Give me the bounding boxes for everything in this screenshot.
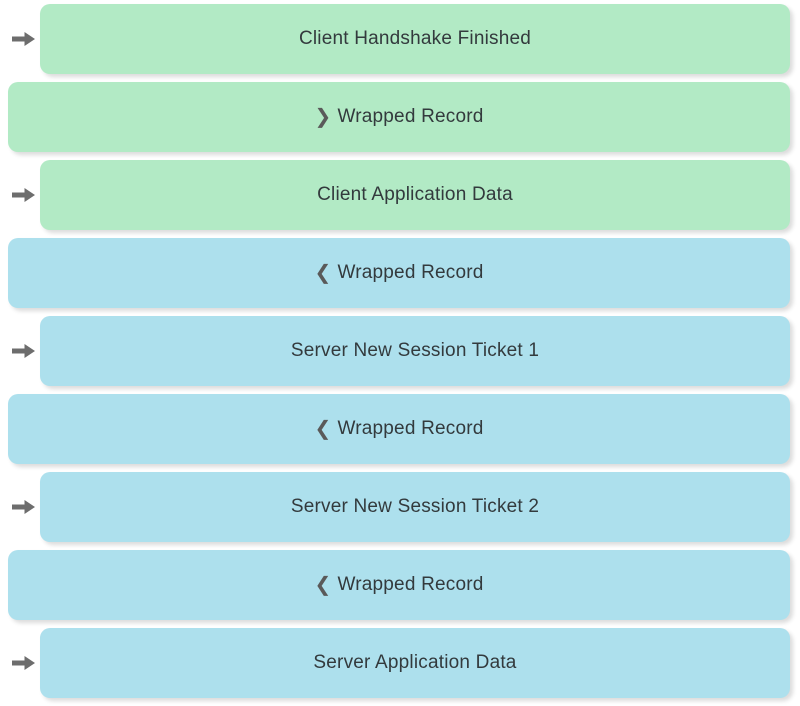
flow-bar-label: Server Application Data — [313, 652, 516, 674]
flow-bar-text: Wrapped Record — [337, 106, 484, 127]
chevron-left-icon: ❮ — [314, 574, 332, 596]
flow-bar-blue[interactable]: ❮Wrapped Record — [8, 238, 790, 308]
flow-row: Server Application Data — [0, 628, 800, 698]
flow-bar-label: ❮Wrapped Record — [314, 262, 483, 284]
flow-bar-blue[interactable]: Server Application Data — [40, 628, 790, 698]
flow-bar-label: Client Handshake Finished — [299, 28, 531, 50]
flow-row: ❮Wrapped Record — [0, 550, 800, 620]
flow-bar-green[interactable]: Client Handshake Finished — [40, 4, 790, 74]
flow-bar-label: ❮Wrapped Record — [314, 574, 483, 596]
flow-bar-text: Wrapped Record — [337, 574, 484, 595]
arrow-gutter-empty — [0, 238, 8, 308]
arrow-right-icon — [7, 652, 37, 674]
flow-bar-label: ❮Wrapped Record — [314, 418, 483, 440]
arrow-right-icon — [7, 28, 37, 50]
flow-bar-text: Server New Session Ticket 2 — [290, 496, 540, 517]
arrow-gutter-empty — [0, 394, 8, 464]
flow-row: Server New Session Ticket 1 — [0, 316, 800, 386]
flow-bar-blue[interactable]: ❮Wrapped Record — [8, 394, 790, 464]
flow-bar-green[interactable]: ❯Wrapped Record — [8, 82, 790, 152]
flow-bar-blue[interactable]: Server New Session Ticket 2 — [40, 472, 790, 542]
flow-bar-green[interactable]: Client Application Data — [40, 160, 790, 230]
arrow-right-icon — [7, 184, 37, 206]
arrow-gutter-empty — [0, 550, 8, 620]
arrow-gutter — [0, 4, 40, 74]
chevron-left-icon: ❮ — [314, 262, 332, 284]
arrow-gutter — [0, 316, 40, 386]
arrow-gutter — [0, 628, 40, 698]
arrow-right-icon — [7, 496, 37, 518]
flow-bar-blue[interactable]: ❮Wrapped Record — [8, 550, 790, 620]
flow-bar-text: Wrapped Record — [337, 262, 484, 283]
flow-bar-text: Server New Session Ticket 1 — [290, 340, 540, 361]
arrow-right-icon — [7, 340, 37, 362]
flow-bar-label: Client Application Data — [317, 184, 513, 206]
flow-bar-text: Wrapped Record — [337, 418, 484, 439]
flow-row: ❯Wrapped Record — [0, 82, 800, 152]
flow-bar-label: ❯Wrapped Record — [314, 106, 483, 128]
flow-bar-text: Server Application Data — [313, 652, 517, 673]
flow-bar-text: Client Handshake Finished — [298, 28, 532, 49]
arrow-gutter — [0, 472, 40, 542]
flow-row: ❮Wrapped Record — [0, 394, 800, 464]
flow-row: Client Application Data — [0, 160, 800, 230]
flow-row: Client Handshake Finished — [0, 4, 800, 74]
flow-bar-blue[interactable]: Server New Session Ticket 1 — [40, 316, 790, 386]
chevron-left-icon: ❮ — [314, 418, 332, 440]
flow-row: Server New Session Ticket 2 — [0, 472, 800, 542]
flow-bar-text: Client Application Data — [317, 184, 513, 205]
flow-bar-label: Server New Session Ticket 1 — [291, 340, 539, 362]
chevron-right-icon: ❯ — [314, 106, 332, 128]
arrow-gutter-empty — [0, 82, 8, 152]
flow-bar-label: Server New Session Ticket 2 — [291, 496, 539, 518]
flow-row: ❮Wrapped Record — [0, 238, 800, 308]
arrow-gutter — [0, 160, 40, 230]
